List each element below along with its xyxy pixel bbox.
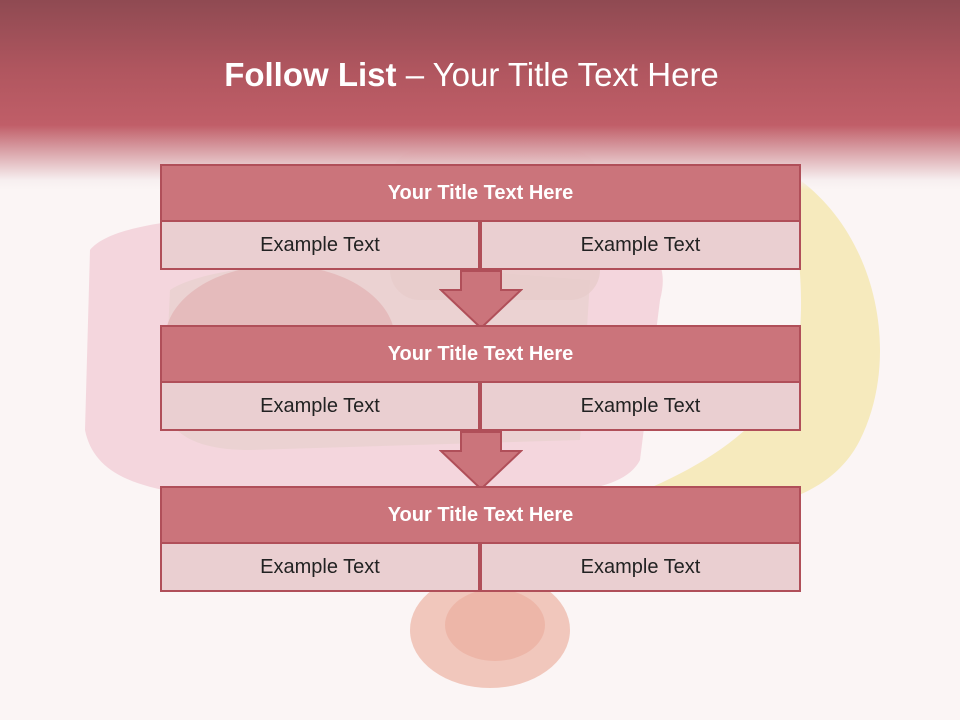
block-title: Your Title Text Here — [160, 164, 801, 222]
down-arrow-icon — [439, 431, 523, 491]
tomato-inner — [445, 589, 545, 661]
block-text-left: Example Text — [160, 220, 480, 270]
slide-title-rest: – Your Title Text Here — [396, 56, 719, 93]
list-block-1: Your Title Text Here Example Text Exampl… — [160, 164, 801, 270]
down-arrow-icon — [439, 270, 523, 330]
block-title: Your Title Text Here — [160, 325, 801, 383]
list-block-2: Your Title Text Here Example Text Exampl… — [160, 325, 801, 431]
block-text-right: Example Text — [480, 381, 801, 431]
block-text-right: Example Text — [480, 542, 801, 592]
slide-title: Follow List – Your Title Text Here — [0, 52, 943, 98]
list-block-3: Your Title Text Here Example Text Exampl… — [160, 486, 801, 592]
block-text-right: Example Text — [480, 220, 801, 270]
title-banner — [0, 0, 960, 190]
block-text-left: Example Text — [160, 381, 480, 431]
block-title: Your Title Text Here — [160, 486, 801, 544]
slide-title-bold: Follow List — [224, 56, 397, 93]
banana-shape — [620, 180, 880, 512]
block-text-left: Example Text — [160, 542, 480, 592]
